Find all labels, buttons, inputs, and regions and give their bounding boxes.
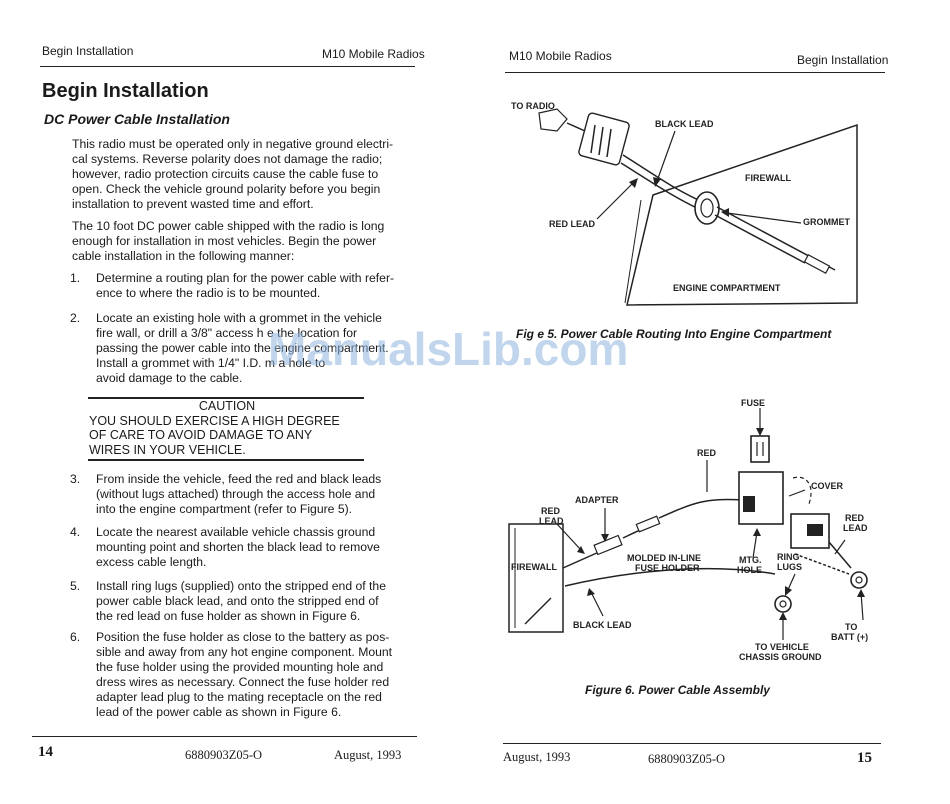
right-header-product: M10 Mobile Radios [509, 49, 612, 63]
left-header-title: Begin Installation [42, 44, 134, 58]
label-mtg-2: HOLE [737, 565, 762, 575]
left-footer-date: August, 1993 [334, 748, 402, 762]
right-header-rule [505, 72, 885, 73]
left-page-number: 14 [38, 744, 53, 760]
left-footer-rule [32, 736, 417, 737]
text-line: installation to prevent wasted time and … [72, 197, 314, 211]
step-number: 6. [70, 630, 81, 644]
text-line: enough for installation in most vehicles… [72, 234, 377, 248]
label-grommet: GROMMET [803, 217, 850, 227]
text-line: adapter lead plug to the mating receptac… [96, 690, 382, 704]
cable-paragraph: The 10 foot DC power cable shipped with … [72, 219, 422, 264]
left-footer-code: 6880903Z05-O [185, 748, 263, 762]
text-line: Install ring lugs (supplied) onto the st… [96, 579, 386, 593]
adapter-plug [593, 534, 623, 556]
label-black-lead: BLACK LEAD [655, 119, 714, 129]
right-footer-code: 6880903Z05-O [648, 752, 726, 766]
intro-paragraph: This radio must be operated only in nega… [72, 137, 422, 212]
cable-plug [578, 112, 630, 166]
label-chassis-2: CHASSIS GROUND [739, 652, 822, 662]
text-line: (without lugs attached) through the acce… [96, 487, 376, 501]
radio-connector [538, 108, 568, 132]
text-line: the fuse holder using the provided mount… [96, 660, 384, 674]
text-line: sible and away from any hot engine compo… [96, 645, 393, 659]
watermark: ManualsLib.com [268, 323, 629, 375]
label-red-lead: RED LEAD [549, 219, 596, 229]
text-line: dress wires as necessary. Connect the fu… [96, 675, 390, 689]
text-line: into the engine compartment (refer to Fi… [96, 502, 353, 516]
right-header-title: Begin Installation [797, 53, 889, 67]
text-line: however, radio protection circuits cause… [72, 167, 379, 181]
text-line: cal systems. Reverse polarity does not d… [72, 152, 383, 166]
fuse-element [750, 435, 770, 463]
text-line: cable installation in the following mann… [72, 249, 295, 263]
label-engine-compartment: ENGINE COMPARTMENT [673, 283, 781, 293]
label-red-lead-right-2: LEAD [843, 523, 868, 533]
label-red-lead-right-1: RED [845, 513, 865, 523]
text-line: open. Check the vehicle ground polarity … [72, 182, 381, 196]
text-line: Determine a routing plan for the power c… [96, 271, 395, 285]
label-ring-2: LUGS [777, 562, 802, 572]
caution-line: OF CARE TO AVOID DAMAGE TO ANY [89, 428, 313, 442]
label-red-lead-left-1: RED [541, 506, 561, 516]
text-line: Position the fuse holder as close to the… [96, 630, 390, 644]
label-firewall: FIREWALL [511, 562, 557, 572]
caution-line: YOU SHOULD EXERCISE A HIGH DEGREE [89, 413, 340, 428]
step-number: 5. [70, 579, 81, 593]
left-header-rule [40, 66, 415, 67]
step-number: 1. [70, 271, 81, 285]
label-mtg-1: MTG. [739, 555, 762, 565]
label-to-batt-2: BATT (+) [831, 632, 868, 642]
label-chassis-1: TO VEHICLE [755, 642, 809, 652]
label-adapter: ADAPTER [575, 495, 619, 505]
text-line: avoid damage to the cable. [96, 371, 243, 385]
text-line: From inside the vehicle, feed the red an… [96, 472, 382, 486]
label-firewall: FIREWALL [745, 173, 791, 183]
figure-5-caption: Fig e 5. Power Cable Routing Into Engine… [516, 327, 832, 341]
text-line: fire wall, or drill a 3/8" access h e th… [96, 326, 358, 340]
label-red-lead-left-2: LEAD [539, 516, 564, 526]
caution-bottom-rule [88, 459, 364, 461]
caution-line: WIRES IN YOUR VEHICLE. [89, 442, 246, 457]
caution-box: CAUTION YOU SHOULD EXERCISE A HIGH DEGRE… [89, 399, 365, 457]
label-fuse: FUSE [741, 398, 765, 408]
text-line: excess cable length. [96, 555, 207, 569]
right-page-number: 15 [857, 750, 872, 766]
section-subtitle: DC Power Cable Installation [44, 111, 230, 127]
right-footer-rule [503, 743, 881, 744]
text-line: ence to where the radio is to be mounted… [96, 286, 321, 300]
label-cover: COVER [811, 481, 844, 491]
text-line: passing the power cable into the engine … [96, 341, 389, 355]
text-line: Locate the nearest available vehicle cha… [96, 525, 376, 539]
text-line: Locate an existing hole with a grommet i… [96, 311, 382, 325]
step-number: 3. [70, 472, 81, 486]
text-line: The 10 foot DC power cable shipped with … [72, 219, 385, 233]
figure-6-diagram: FUSE RED COVER ADAPTER RED LEAD RED LEAD… [508, 398, 868, 662]
label-red: RED [697, 448, 717, 458]
figure-5-diagram: TO RADIO BLACK LEAD FIREWALL GROMMET RED… [511, 101, 858, 306]
text-line: power cable black lead, and onto the str… [96, 594, 379, 608]
label-to-radio: TO RADIO [511, 101, 555, 111]
step-number: 4. [70, 525, 81, 539]
caution-heading: CAUTION [198, 399, 256, 413]
figure-6-caption: Figure 6. Power Cable Assembly [585, 683, 770, 697]
label-molded-2: FUSE HOLDER [635, 563, 700, 573]
step-number: 2. [70, 311, 81, 325]
label-ring-1: RING [777, 552, 800, 562]
text-line: mounting point and shorten the black lea… [96, 540, 380, 554]
right-footer-date: August, 1993 [503, 750, 571, 764]
text-line: Install a grommet with 1/4" I.D. m a hol… [96, 356, 326, 370]
text-line: lead of the power cable as shown in Figu… [96, 705, 342, 719]
label-to-batt-1: TO [845, 622, 857, 632]
label-molded-1: MOLDED IN-LINE [627, 553, 701, 563]
page-title: Begin Installation [42, 80, 209, 102]
text-line: the red lead on fuse holder as shown in … [96, 609, 361, 623]
text-line: This radio must be operated only in nega… [72, 137, 394, 151]
left-header-product: M10 Mobile Radios [322, 47, 425, 61]
caution-top-rule [88, 397, 364, 399]
firewall-panel-2 [508, 523, 564, 633]
label-black-lead: BLACK LEAD [573, 620, 632, 630]
